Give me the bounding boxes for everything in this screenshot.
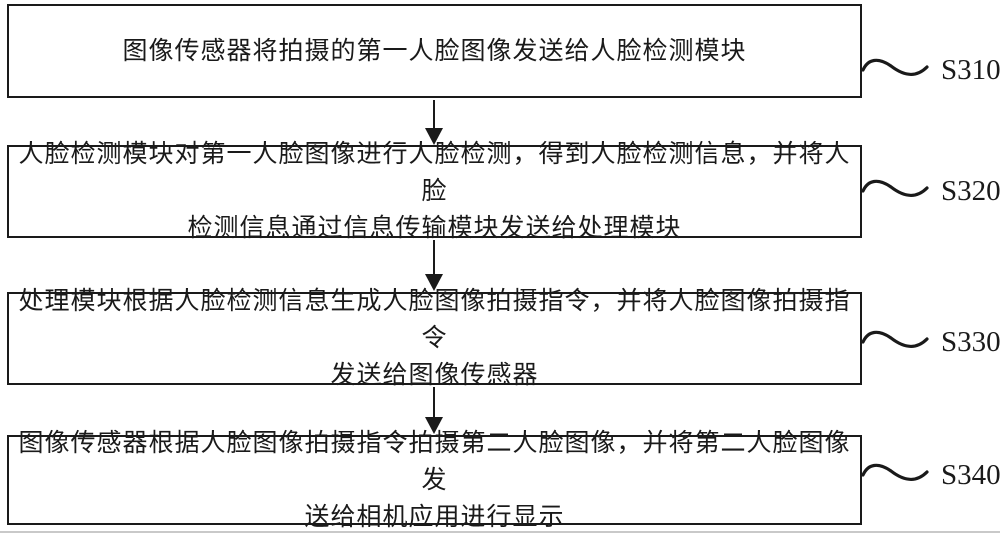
step-label-group-2: S320 <box>861 173 1000 209</box>
step-label-s310: S310 <box>941 53 1000 86</box>
step-label-group-3: S330 <box>861 324 1000 360</box>
step-label-s340: S340 <box>941 458 1000 491</box>
step-label-group-4: S340 <box>861 457 1000 493</box>
flow-arrow-3 <box>425 387 443 434</box>
flow-step-box-1: 图像传感器将拍摄的第一人脸图像发送给人脸检测模块 <box>7 4 862 98</box>
tilde-connector-icon <box>861 179 929 197</box>
arrow-head-icon <box>425 417 443 434</box>
step-label-group-1: S310 <box>861 52 1000 88</box>
flow-step-box-2: 人脸检测模块对第一人脸图像进行人脸检测，得到人脸检测信息，并将人脸 检测信息通过… <box>7 141 862 242</box>
arrow-head-icon <box>425 128 443 145</box>
arrow-head-icon <box>425 274 443 291</box>
arrow-shaft <box>433 240 435 274</box>
flow-step-box-4: 图像传感器根据人脸图像拍摄指令拍摄第二人脸图像，并将第二人脸图像发 送给相机应用… <box>7 430 862 531</box>
flow-step-box-3: 处理模块根据人脸检测信息生成人脸图像拍摄指令，并将人脸图像拍摄指令 发送给图像传… <box>7 288 862 389</box>
step-label-s330: S330 <box>941 325 1000 358</box>
step-label-s320: S320 <box>941 174 1000 207</box>
flow-arrow-2 <box>425 240 443 291</box>
flow-arrow-1 <box>425 100 443 145</box>
flow-step-text-3: 处理模块根据人脸检测信息生成人脸图像拍摄指令，并将人脸图像拍摄指令 发送给图像传… <box>18 288 851 389</box>
arrow-shaft <box>433 387 435 417</box>
tilde-connector-icon <box>861 58 929 76</box>
flow-step-text-1: 图像传感器将拍摄的第一人脸图像发送给人脸检测模块 <box>122 37 747 65</box>
flow-step-text-2: 人脸检测模块对第一人脸图像进行人脸检测，得到人脸检测信息，并将人脸 检测信息通过… <box>18 141 851 242</box>
page-bottom-edge <box>0 531 1000 533</box>
flow-step-text-4: 图像传感器根据人脸图像拍摄指令拍摄第二人脸图像，并将第二人脸图像发 送给相机应用… <box>18 429 851 531</box>
arrow-shaft <box>433 100 435 128</box>
tilde-connector-icon <box>861 330 929 348</box>
tilde-connector-icon <box>861 463 929 481</box>
